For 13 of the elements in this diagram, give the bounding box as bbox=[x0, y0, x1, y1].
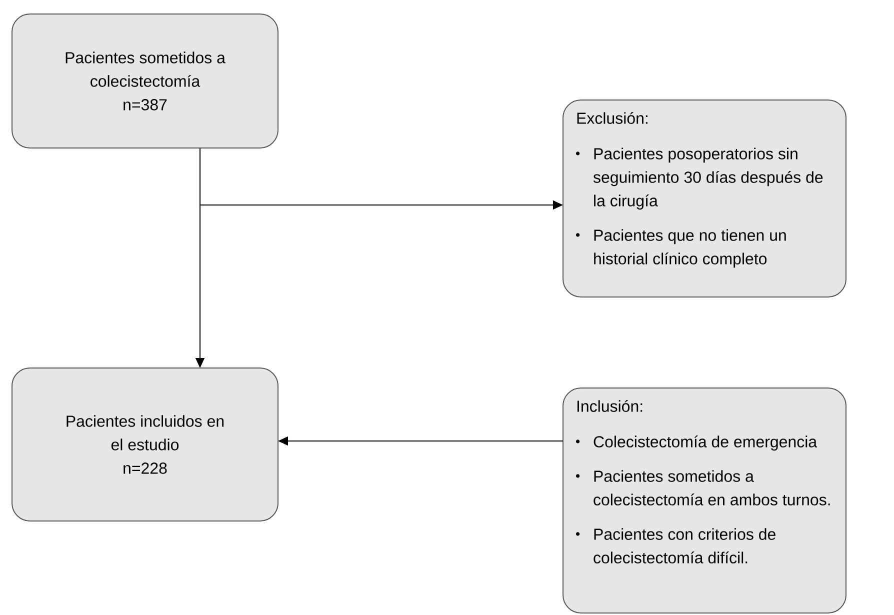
heading: Exclusión: bbox=[577, 112, 648, 124]
bullet-item: Colecistectomía de emergencia bbox=[594, 436, 818, 451]
rounded-box bbox=[562, 100, 846, 298]
rounded-box bbox=[12, 14, 278, 148]
bullet-item: Pacientes sometidos a colecistectomía en ambos turnos. bbox=[594, 470, 830, 506]
box-text: n=228 bbox=[124, 462, 167, 474]
box-text: n=387 bbox=[124, 99, 167, 110]
heading: Inclusión: bbox=[577, 400, 642, 412]
bullet-item: Pacientes con criterios de colecistectomía difícil. bbox=[594, 528, 776, 564]
bullet-item: Pacientes posoperatorios sin seguimiento 30 días después de la cirugía bbox=[593, 148, 823, 210]
rounded-box bbox=[562, 388, 846, 614]
rounded-box bbox=[12, 368, 278, 522]
bullet-item: Pacientes que no tienen un historial clínico completo bbox=[594, 229, 786, 268]
